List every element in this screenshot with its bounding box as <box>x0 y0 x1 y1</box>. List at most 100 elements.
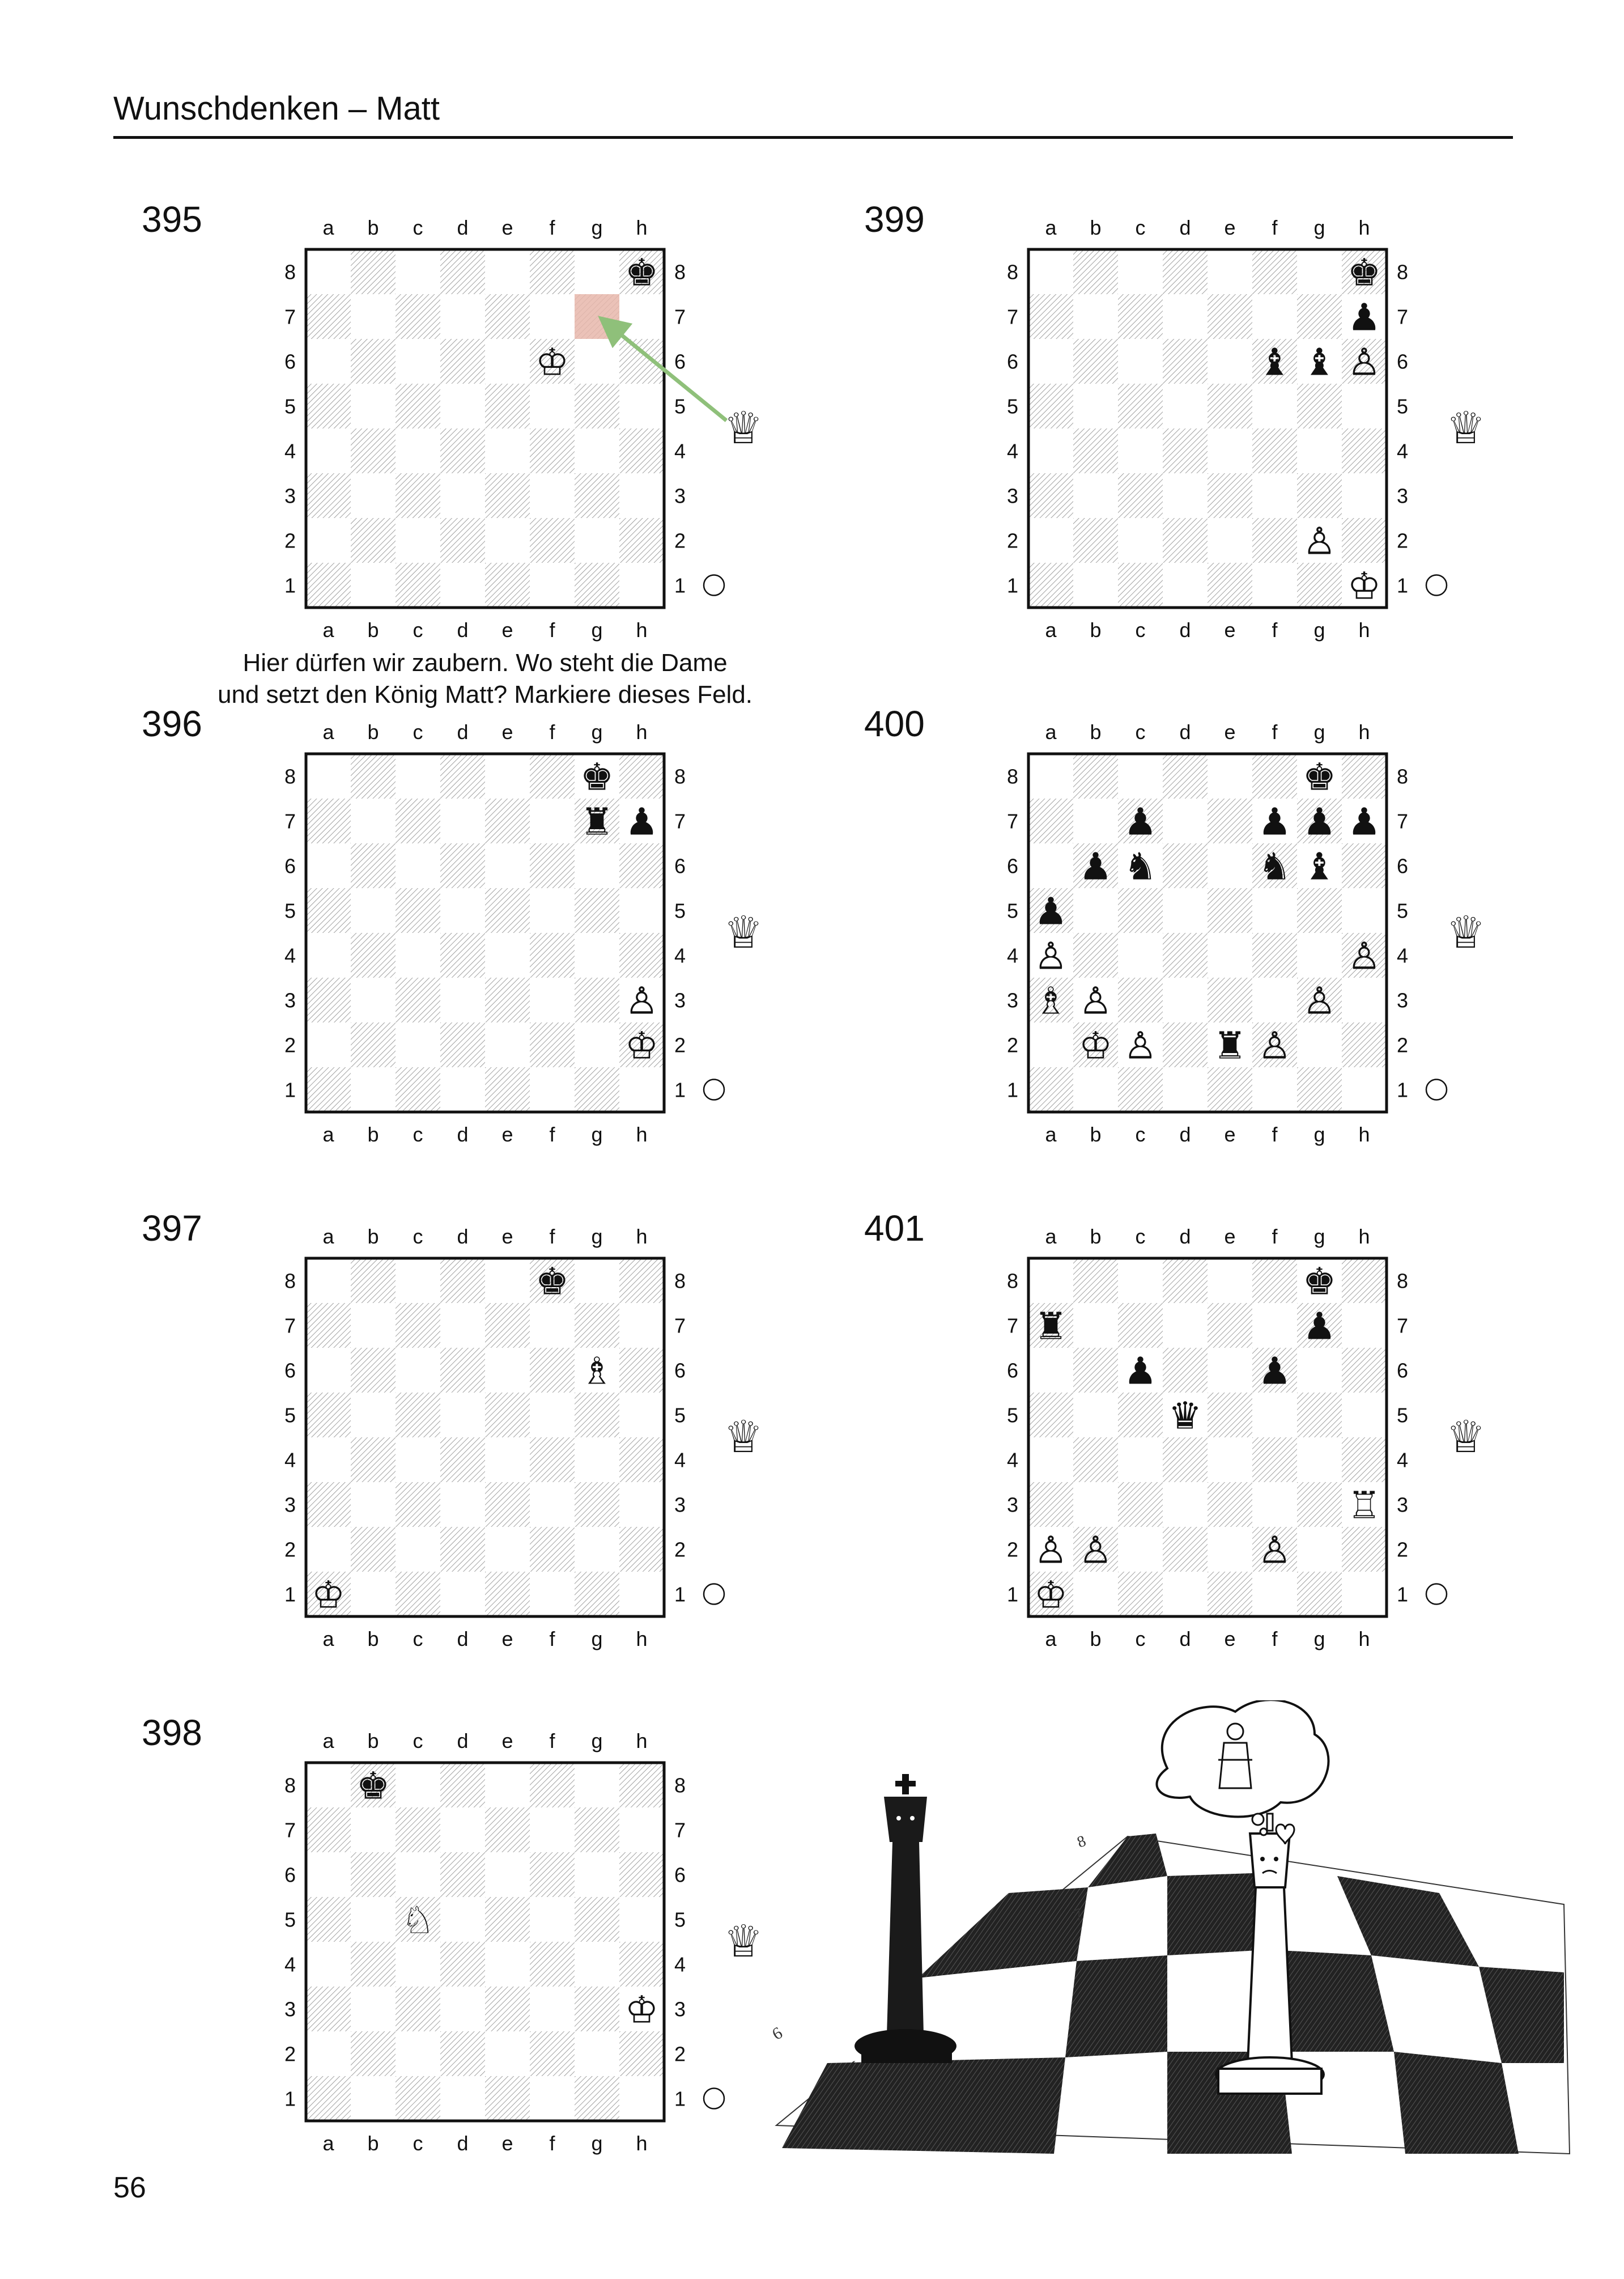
dark-square <box>306 473 351 518</box>
light-square <box>1163 1303 1208 1348</box>
rank-label: 7 <box>1397 810 1408 833</box>
rank-label: 8 <box>1397 765 1408 788</box>
dark-square <box>1208 473 1252 518</box>
white-king-icon: ♔ <box>1347 565 1381 608</box>
file-label: b <box>367 1627 379 1650</box>
light-square <box>619 2076 664 2121</box>
rank-label: 3 <box>284 485 296 508</box>
dark-square <box>1297 294 1342 339</box>
file-label: a <box>322 216 334 239</box>
dark-square <box>1118 888 1163 933</box>
file-label: d <box>457 720 468 744</box>
page-header-title: Wunschdenken – Matt <box>113 90 440 127</box>
dark-square <box>306 1807 351 1852</box>
file-label: c <box>413 1729 423 1752</box>
board-border <box>1027 248 1388 609</box>
rank-label: 8 <box>1397 261 1408 284</box>
file-label: e <box>501 1225 513 1248</box>
light-square <box>575 2031 619 2076</box>
light-square <box>306 1527 351 1572</box>
dark-square <box>306 1897 351 1942</box>
highlighted-square <box>575 294 619 339</box>
dark-square <box>1073 1348 1118 1393</box>
dark-square <box>575 1572 619 1616</box>
dark-square <box>440 1527 485 1572</box>
rank-label: 4 <box>1397 440 1408 463</box>
black-king-icon: ♚ <box>535 1260 569 1304</box>
light-square <box>1342 294 1387 339</box>
light-square <box>530 294 575 339</box>
dark-square <box>485 978 530 1022</box>
dark-square <box>1297 1572 1342 1616</box>
dark-square <box>1342 249 1387 294</box>
light-square <box>351 1393 396 1437</box>
file-label: a <box>1045 1123 1057 1146</box>
white-queen-icon: ♕ <box>1446 1412 1486 1463</box>
white-king-icon: ♔ <box>1079 1024 1112 1068</box>
perspective-board: 7 8 6 <box>771 1832 1571 2155</box>
dark-square <box>1208 978 1252 1022</box>
light-square <box>440 473 485 518</box>
dark-square <box>351 1437 396 1482</box>
light-square <box>1028 843 1073 888</box>
dark-square <box>396 1572 440 1616</box>
dark-square <box>351 518 396 563</box>
dark-square <box>619 1437 664 1482</box>
white-circle-icon <box>703 1583 725 1605</box>
file-label: a <box>322 618 334 642</box>
light-square <box>351 294 396 339</box>
dark-square <box>1028 799 1073 843</box>
light-square <box>1297 843 1342 888</box>
light-square <box>619 1987 664 2031</box>
light-square <box>1252 1303 1297 1348</box>
file-label: e <box>1224 1627 1235 1650</box>
black-king-icon: ♚ <box>1303 1260 1336 1304</box>
file-label: f <box>1272 216 1278 239</box>
dark-square <box>619 933 664 978</box>
file-label: e <box>501 216 513 239</box>
caption-line: und setzt den König Matt? Markiere diese… <box>217 681 753 708</box>
light-square <box>1028 1348 1073 1393</box>
light-square <box>530 1067 575 1112</box>
illustration-rank-label: 6 <box>771 2023 785 2044</box>
rank-label: 2 <box>1007 1538 1018 1561</box>
file-label: a <box>322 1225 334 1248</box>
dark-square <box>1342 428 1387 473</box>
light-square <box>1208 843 1252 888</box>
light-square <box>619 473 664 518</box>
rank-label: 2 <box>284 529 296 553</box>
light-square <box>1297 1437 1342 1482</box>
dark-square <box>306 1987 351 2031</box>
rank-label: 2 <box>674 1538 686 1561</box>
light-square <box>1028 339 1073 384</box>
file-label: c <box>1136 720 1146 744</box>
light-square <box>1163 888 1208 933</box>
light-square <box>1208 249 1252 294</box>
file-label: b <box>367 720 379 744</box>
light-square <box>1118 1527 1163 1572</box>
rank-label: 2 <box>284 1034 296 1057</box>
dark-square <box>396 799 440 843</box>
dark-square <box>351 1022 396 1067</box>
light-square <box>351 2076 396 2121</box>
light-square <box>1342 1572 1387 1616</box>
rank-label: 3 <box>1007 485 1018 508</box>
light-square <box>575 843 619 888</box>
dark-square <box>306 1482 351 1527</box>
black-pawn-icon: ♟ <box>1258 800 1291 844</box>
light-square <box>1073 1572 1118 1616</box>
light-square <box>1342 978 1387 1022</box>
dark-square <box>485 1303 530 1348</box>
rank-label: 5 <box>674 899 686 923</box>
light-square <box>396 1527 440 1572</box>
light-square <box>485 1527 530 1572</box>
light-square <box>1118 754 1163 799</box>
dark-square <box>619 428 664 473</box>
dark-square <box>530 339 575 384</box>
rank-label: 2 <box>1397 1538 1408 1561</box>
light-square <box>1297 933 1342 978</box>
light-square <box>1118 1258 1163 1303</box>
light-square <box>306 1258 351 1303</box>
light-square <box>1028 428 1073 473</box>
black-pawn-icon: ♟ <box>1124 1349 1157 1393</box>
